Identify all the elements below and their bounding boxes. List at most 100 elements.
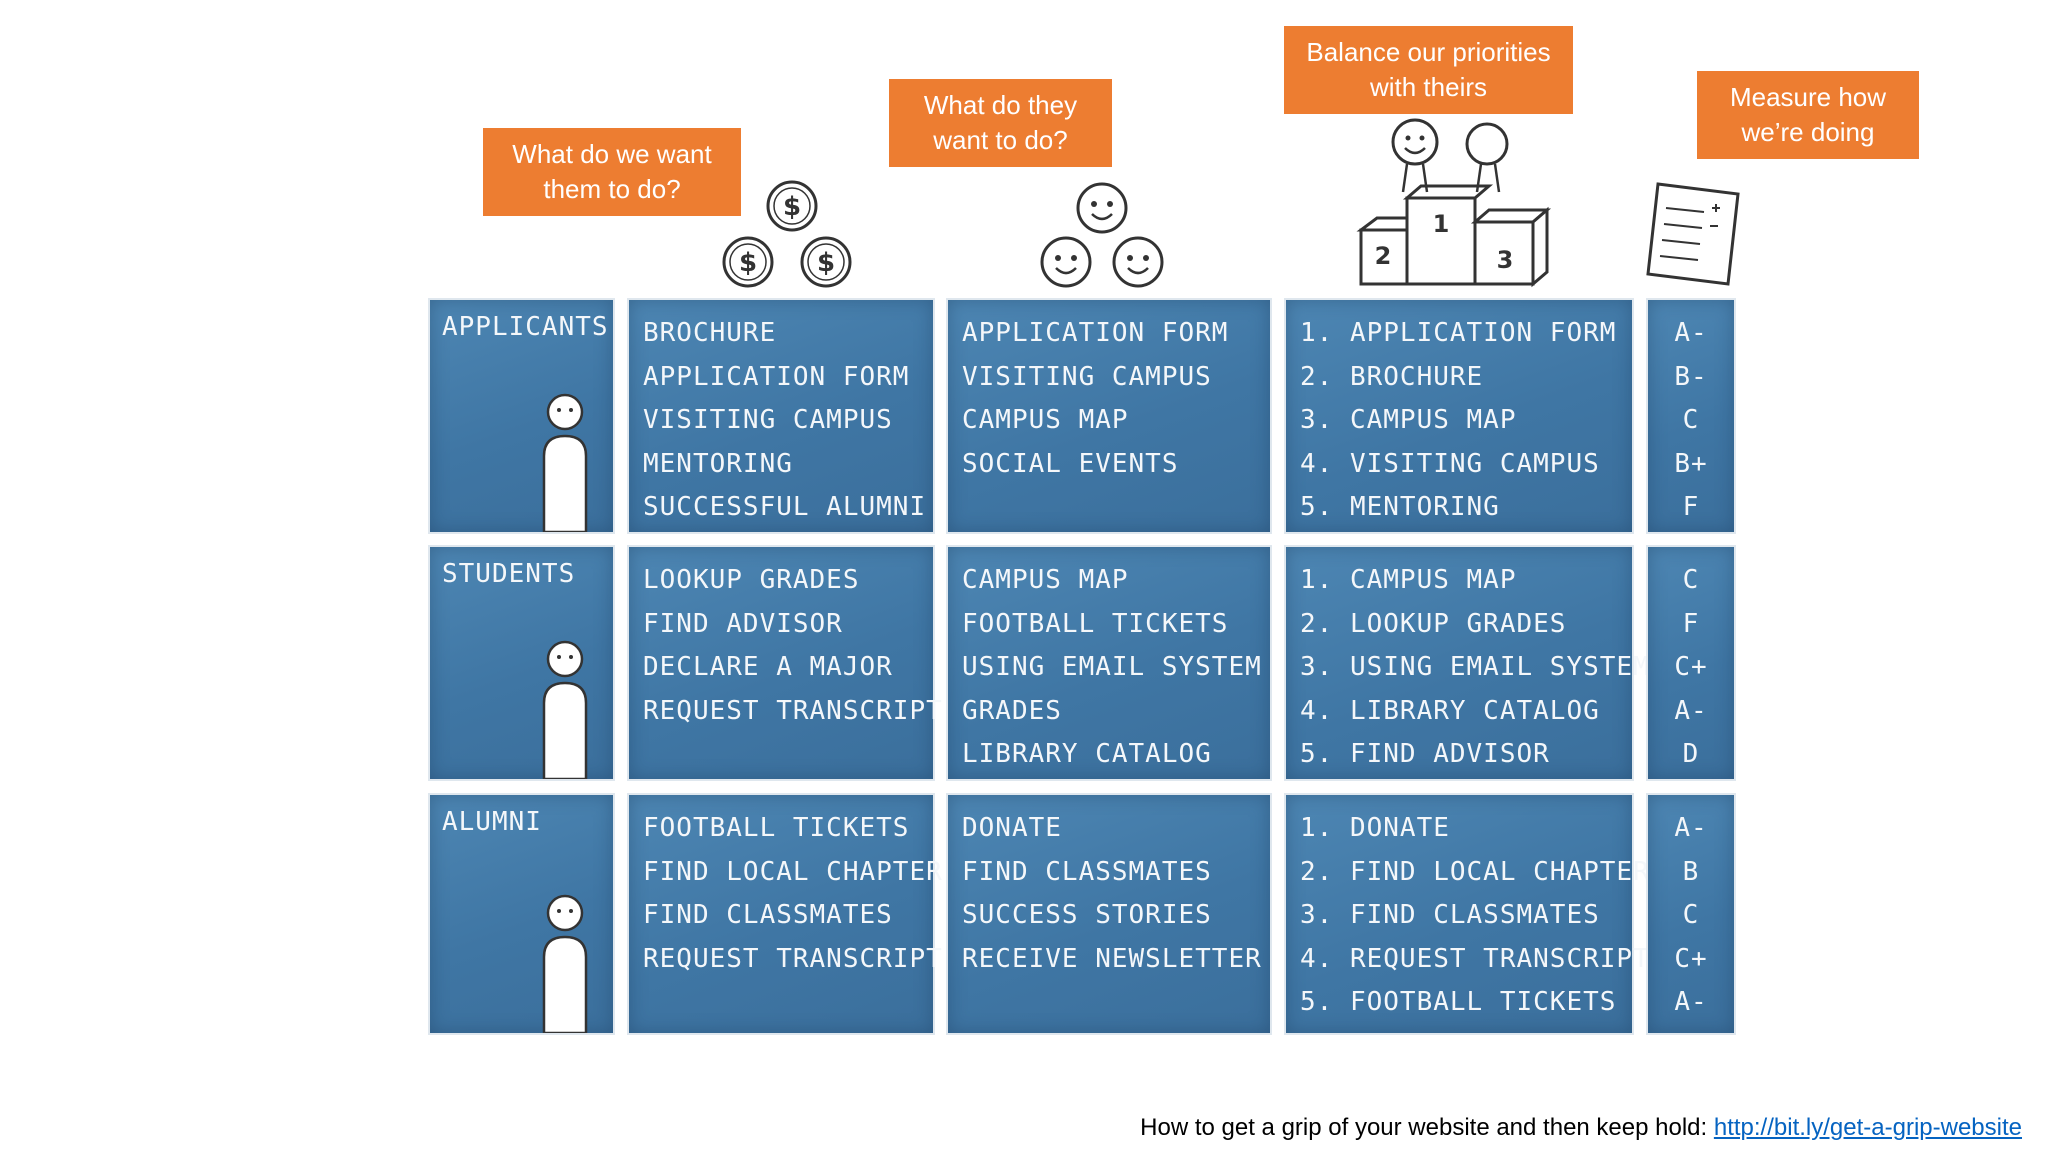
segment-label: Alumni (442, 807, 542, 837)
list-item: 4. Library catalog (1300, 695, 1600, 726)
their-goals-list: Application formVisiting campusCampus ma… (962, 312, 1228, 486)
list-item: 2. Lookup grades (1300, 608, 1567, 639)
list-item: 1. Campus map (1300, 565, 1517, 595)
grade-value: A- (1674, 318, 1708, 348)
callout-what-we-want-text: What do we want them to do? (512, 139, 712, 204)
podium-first-label: 1 (1433, 210, 1450, 238)
callout-balance-priorities-text: Balance our priorities with theirs (1306, 37, 1551, 102)
segment-cell: Alumni (428, 793, 615, 1035)
grade-value: C (1682, 565, 1700, 595)
list-item: Application form (643, 361, 910, 392)
our-goals-cell: Football ticketsFind local chapterFind c… (627, 793, 942, 1035)
report-card-icon (1646, 182, 1740, 286)
list-item: Application form (962, 318, 1229, 348)
podium-third-label: 3 (1497, 246, 1514, 274)
person-figure-icon (542, 640, 588, 779)
list-item: Football tickets (962, 608, 1229, 639)
list-item: Visiting campus (643, 405, 893, 435)
list-item: Campus map (962, 565, 1129, 595)
their-goals-list: DonateFind classmatesSuccess storiesRece… (962, 807, 1262, 981)
list-item: Brochure (643, 318, 777, 348)
footer-citation: How to get a grip of your website and th… (1140, 1114, 2022, 1142)
podium-second-label: 2 (1375, 242, 1392, 270)
grade-value: C+ (1674, 943, 1708, 974)
list-item: Grades (962, 695, 1062, 726)
their-goals-list: Campus mapFootball ticketsUsing email sy… (962, 559, 1262, 777)
coin-symbol: $ (817, 248, 835, 278)
coin-symbol: $ (783, 192, 801, 222)
list-item: Request transcript (643, 943, 943, 974)
grade-value: A- (1674, 987, 1708, 1017)
list-item: 2. Brochure (1300, 361, 1484, 392)
list-item: Lookup grades (643, 565, 860, 595)
grade-value: F (1682, 608, 1700, 639)
balanced-priorities-list: 1. Campus map 2. Lookup grades 3. Using em… (1300, 559, 1650, 777)
our-goals-cell: BrochureApplication formVisiting campusM… (627, 298, 935, 534)
list-item: Campus map (962, 405, 1129, 435)
callout-measure: Measure how we’re doing (1697, 71, 1919, 159)
list-item: 4. Visiting campus (1300, 448, 1600, 479)
grade-value: F (1682, 492, 1700, 522)
list-item: Using email system (962, 652, 1262, 682)
balanced-priorities-cell: 1. Donate 2. Find local chapter 3. Find cl… (1284, 793, 1649, 1035)
list-item: Mentoring (643, 448, 793, 479)
grade-value: C (1682, 405, 1700, 435)
balanced-priorities-list: 1. Application form 2. Brochure 3. Campus … (1300, 312, 1616, 530)
grade-value: B+ (1674, 448, 1708, 479)
list-item: 3. Campus map (1300, 405, 1517, 435)
list-item: Declare a major (643, 652, 893, 682)
podium-icon: 1 2 3 (1356, 118, 1552, 288)
list-item: Receive newsletter (962, 943, 1262, 974)
callout-balance-priorities: Balance our priorities with theirs (1284, 26, 1573, 114)
list-item: 5. Football tickets (1300, 987, 1617, 1017)
grades-list: A- B- C B+ F (1648, 312, 1734, 530)
list-item: Find advisor (643, 608, 843, 639)
list-item: 1. Donate (1300, 813, 1450, 843)
coin-symbol: $ (739, 248, 757, 278)
list-item: 5. Find advisor (1300, 739, 1550, 769)
list-item: 1. Application form (1300, 318, 1617, 348)
grades-cell: A- B- C B+ F (1646, 298, 1736, 534)
footer-text: How to get a grip of your website and th… (1140, 1114, 1714, 1141)
grade-value: A- (1674, 813, 1708, 843)
our-goals-list: Lookup gradesFind advisorDeclare a major… (643, 559, 943, 733)
list-item: Football tickets (643, 813, 910, 843)
grade-value: A- (1674, 695, 1708, 726)
callout-what-we-want: What do we want them to do? (483, 128, 741, 216)
list-item: 3. Find classmates (1300, 900, 1600, 930)
footer-link[interactable]: http://bit.ly/get-a-grip-website (1713, 1114, 2022, 1141)
grade-value: C+ (1674, 652, 1708, 682)
person-figure-icon (542, 393, 588, 532)
list-item: Success stories (962, 900, 1212, 930)
grade-value: C (1682, 900, 1700, 930)
grade-value: D (1682, 739, 1700, 769)
segment-label: Applicants (442, 312, 609, 342)
list-item: Request transcript (643, 695, 943, 726)
list-item: 5. Mentoring (1300, 492, 1500, 522)
list-item: 2. Find local chapter (1300, 856, 1650, 887)
their-goals-cell: Application formVisiting campusCampus ma… (946, 298, 1272, 534)
segment-cell: Applicants (428, 298, 615, 534)
callout-what-they-want-text: What do they want to do? (923, 90, 1078, 155)
list-item: Library catalog (962, 739, 1212, 769)
list-item: 4. Request transcript (1300, 943, 1650, 974)
callout-measure-text: Measure how we’re doing (1729, 82, 1887, 147)
segment-cell: Students (428, 545, 615, 781)
list-item: Find classmates (962, 856, 1212, 887)
our-goals-list: BrochureApplication formVisiting campusM… (643, 312, 926, 530)
list-item: Social events (962, 448, 1179, 479)
callout-what-they-want: What do they want to do? (889, 79, 1112, 167)
list-item: Donate (962, 813, 1062, 843)
their-goals-cell: Campus mapFootball ticketsUsing email sy… (946, 545, 1272, 781)
list-item: 3. Using email system (1300, 652, 1650, 682)
segment-label: Students (442, 559, 576, 589)
balanced-priorities-cell: 1. Application form 2. Brochure 3. Campus … (1284, 298, 1634, 534)
grade-value: B- (1674, 361, 1708, 392)
their-goals-cell: DonateFind classmatesSuccess storiesRece… (946, 793, 1272, 1035)
dollar-coins-icon: $ $ $ (722, 180, 852, 288)
our-goals-list: Football ticketsFind local chapterFind c… (643, 807, 943, 981)
balanced-priorities-list: 1. Donate 2. Find local chapter 3. Find cl… (1300, 807, 1650, 1025)
